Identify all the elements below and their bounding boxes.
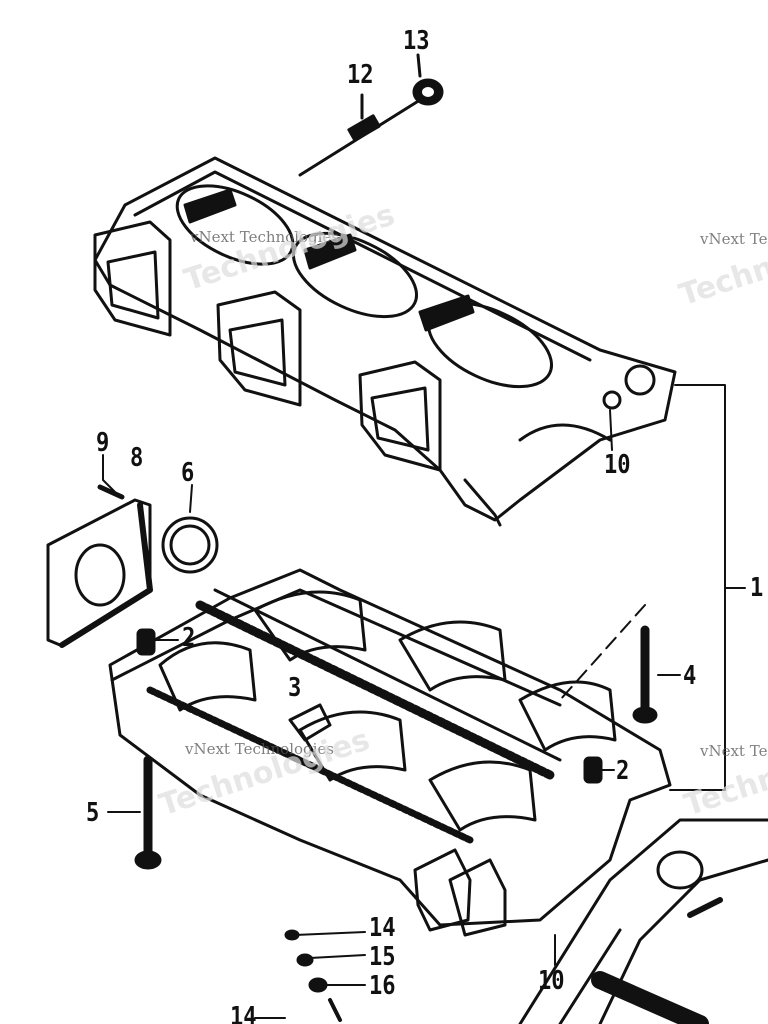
watermark-text: vNext Technologies [190, 228, 340, 246]
upper-crankcase [93, 156, 677, 527]
adjacent-housing [518, 818, 768, 1024]
watermark-text: vNext Te [700, 230, 768, 248]
callout-2-left: 2 [182, 623, 196, 653]
callout-5: 5 [86, 798, 100, 828]
dowel-2a [136, 628, 156, 656]
callout-6: 6 [181, 458, 195, 488]
callout-15: 15 [369, 942, 396, 972]
callout-10-lower: 10 [538, 966, 565, 996]
callout-16: 16 [369, 971, 396, 1001]
callout-1: 1 [750, 573, 764, 603]
stud-12 [347, 114, 381, 142]
callout-9: 9 [96, 428, 110, 458]
callout-14-upper: 14 [369, 913, 396, 943]
watermark-text: vNext Te [700, 742, 768, 760]
dowel-2b [583, 756, 603, 784]
callout-10-upper: 10 [604, 450, 631, 480]
callout-3: 3 [288, 673, 302, 703]
callout-2-right: 2 [616, 756, 630, 786]
callout-8: 8 [130, 443, 144, 473]
callout-12: 12 [347, 60, 374, 90]
callout-4: 4 [683, 661, 697, 691]
callout-14-lower: 14 [230, 1002, 257, 1024]
lower-crankcase [108, 568, 672, 937]
watermark-text: vNext Technologies [185, 740, 335, 758]
callout-13: 13 [403, 26, 430, 56]
